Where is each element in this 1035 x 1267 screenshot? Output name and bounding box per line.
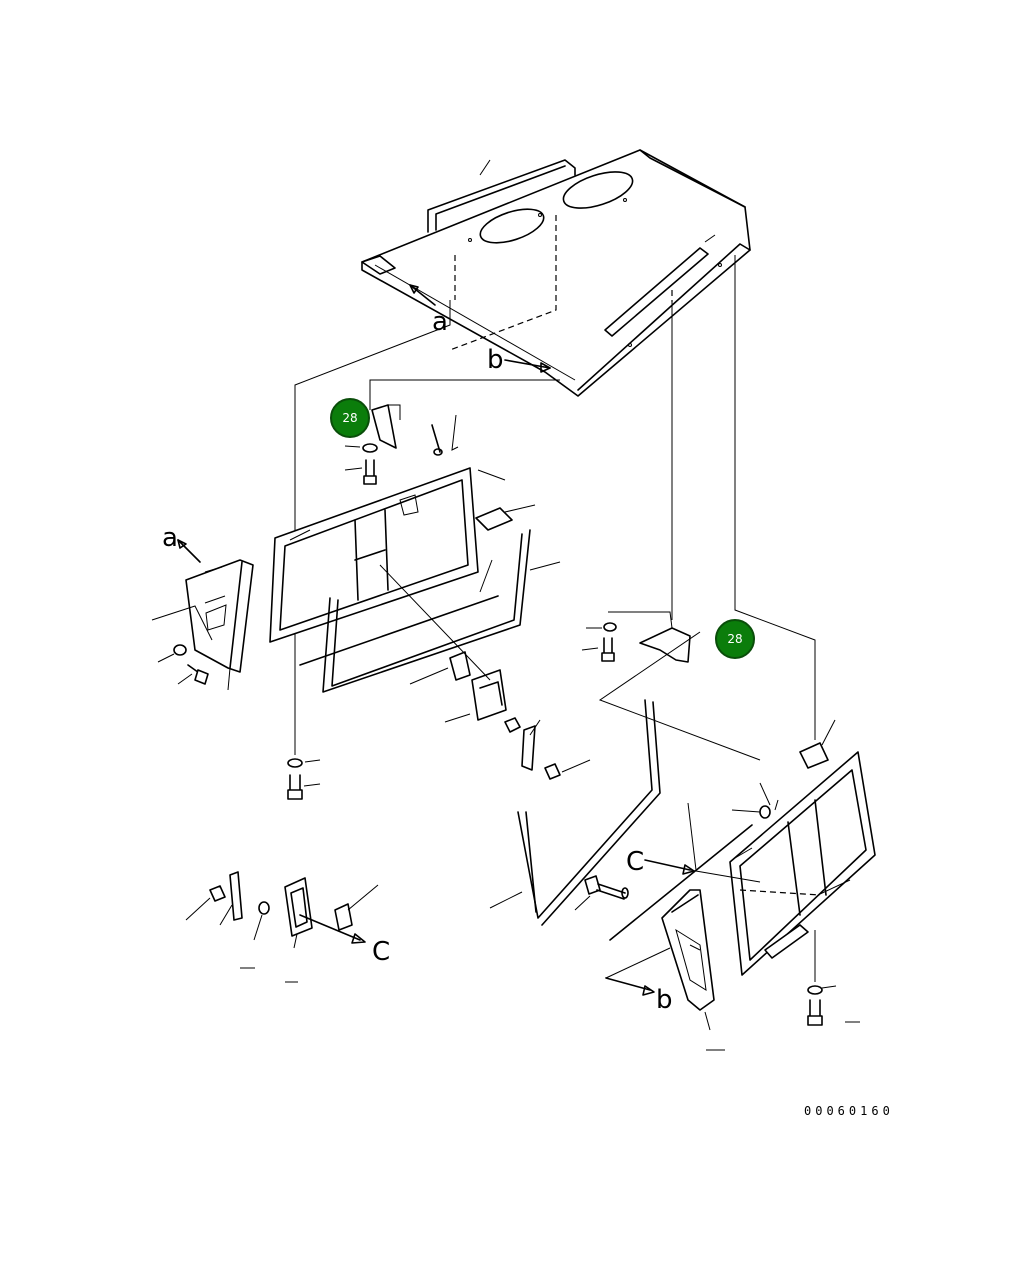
clip-right — [731, 782, 779, 819]
bolt-right-upper — [581, 637, 615, 662]
washer-lower-left — [287, 758, 321, 768]
door-frame-lower — [729, 751, 876, 976]
handle-lower-door — [764, 924, 809, 959]
reference-letter-b-bottom: b — [656, 985, 673, 1015]
callout-hotspot-28-right[interactable]: 28 — [715, 619, 755, 659]
washer-right-upper — [586, 622, 617, 632]
leader-line — [704, 234, 716, 243]
reference-b-bottom-arrow — [605, 947, 671, 996]
hinge-bracket-lower-right — [799, 719, 836, 769]
hinge-bracket-upper-left — [371, 404, 401, 449]
side-grille-left — [185, 559, 254, 691]
door-gasket-lower — [489, 699, 661, 926]
bolt-right-bottom — [807, 999, 860, 1026]
door-frame-upper — [269, 467, 506, 643]
side-grille-right — [661, 889, 715, 1031]
reference-letter-a-left: a — [162, 523, 178, 553]
washer-lower-mid — [253, 901, 270, 941]
hinge-bracket-right — [608, 611, 691, 663]
nut-latch — [504, 717, 521, 733]
leader-line — [151, 605, 213, 641]
leader-line — [369, 379, 560, 410]
weather-strip-upper — [299, 559, 499, 666]
leader-line — [374, 264, 576, 381]
top-cover-panel — [361, 149, 751, 397]
leader-line — [598, 631, 761, 761]
reference-c-right-arrow — [644, 859, 761, 883]
clip-upper — [431, 414, 459, 456]
reference-a-top-arrow — [409, 284, 436, 306]
reference-letter-c-right: C — [626, 847, 644, 877]
striker-plate — [521, 719, 541, 771]
callout-hotspot-28-upper[interactable]: 28 — [330, 398, 370, 438]
drawing-number: 00060160 — [804, 1104, 894, 1118]
leader-tick — [240, 967, 298, 983]
bolt-left — [177, 664, 209, 685]
reference-letter-a-top: a — [432, 307, 448, 337]
door-gasket-upper — [322, 529, 561, 693]
bolt-lower-left — [287, 774, 321, 800]
latch-assembly — [379, 564, 507, 723]
hinge-plate-upper — [475, 504, 536, 531]
nut-striker — [544, 759, 591, 780]
latch-lower — [334, 884, 379, 931]
reference-letter-c-left: C — [372, 937, 390, 967]
weather-strip-lower — [609, 802, 753, 941]
bolt-right-lower — [574, 875, 629, 911]
striker-lower-left — [219, 871, 243, 926]
reference-letter-b-top: b — [487, 345, 504, 375]
washer-right-lower — [807, 985, 837, 995]
washer-left — [157, 644, 187, 663]
handle-bezel-lower — [284, 877, 313, 949]
reference-c-left-arrow — [299, 914, 366, 944]
reference-a-left-arrow — [177, 539, 201, 563]
washer-upper-left — [344, 443, 378, 453]
reference-b-top-arrow — [504, 359, 551, 373]
leader-line — [479, 159, 491, 176]
leader-line — [734, 255, 816, 740]
bolt-upper-left — [344, 459, 377, 485]
nut-lower-left — [185, 885, 226, 921]
